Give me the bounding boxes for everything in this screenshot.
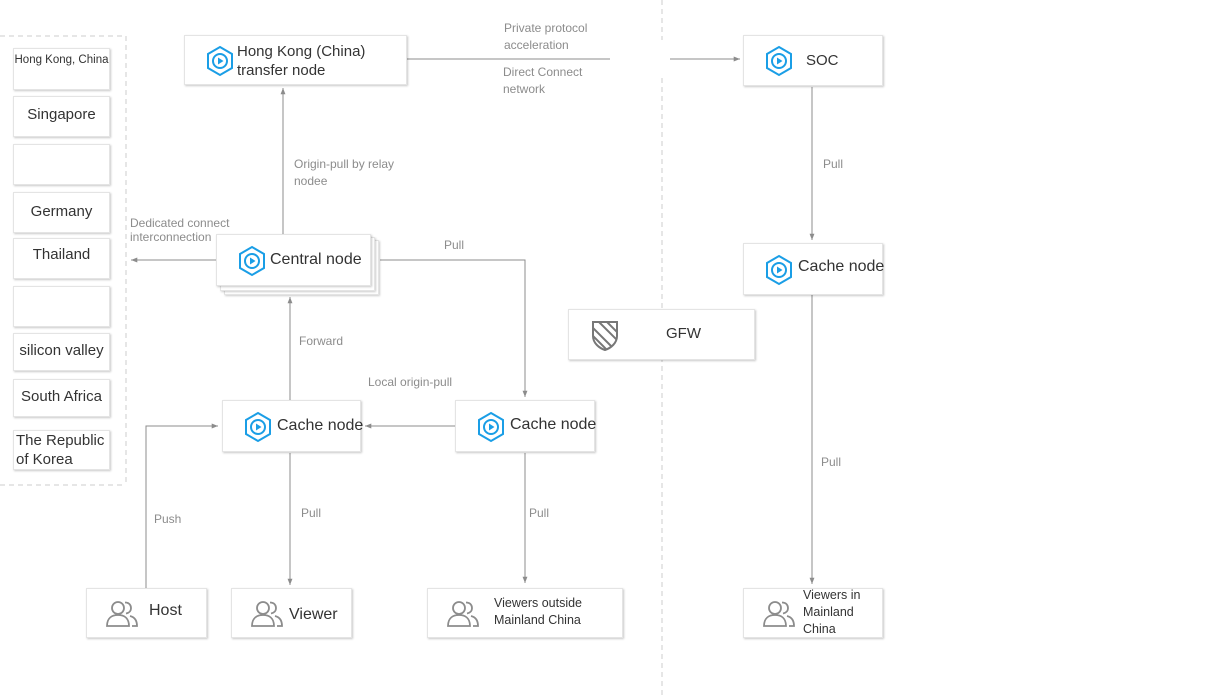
hexagon-play-icon (239, 245, 265, 277)
shield-icon (592, 321, 618, 352)
users-icon (106, 601, 138, 627)
hexagon-play-icon (766, 45, 792, 77)
edge-label-pull: Pull (301, 506, 322, 520)
users-icon (447, 601, 479, 627)
host-box: Host (86, 588, 207, 638)
region-item: The Republic of Korea (13, 430, 110, 470)
users-icon (763, 601, 795, 627)
hk-transfer-node: Hong Kong (China) transfer node (184, 35, 407, 85)
node-label: Viewers in Mainland China (803, 588, 861, 636)
node-label: SOC (806, 52, 839, 69)
cache-node-left: Cache node (222, 400, 364, 452)
node-label: Cache node (798, 258, 885, 275)
soc-node: SOC (743, 35, 883, 86)
node-label: Viewer (289, 606, 338, 623)
region-item: South Africa (13, 379, 110, 417)
region-label: Hong Kong, China (14, 54, 109, 66)
viewers-outside-box: Viewers outside Mainland China (427, 588, 623, 638)
hexagon-play-icon (478, 411, 504, 443)
cache-node-mainland: Cache node (743, 243, 885, 295)
node-label: Cache node (277, 417, 364, 434)
edge-label-local-origin-pull: Local origin-pull (368, 375, 453, 389)
edge-label-dedicated-connect: Dedicated connect interconnection (130, 216, 230, 244)
hexagon-play-icon (245, 411, 271, 443)
edge-host-to-cache-left (145, 423, 218, 588)
edge-label-pull: Pull (821, 455, 842, 469)
node-label: Hong Kong (China) transfer node (237, 43, 366, 79)
edge-label-origin-pull-relay: Origin-pull by relay nodee (294, 157, 395, 188)
edge-central-to-cache-middle (380, 259, 528, 397)
region-label: South Africa (21, 388, 102, 405)
edge-label-direct-connect: Direct Connect network (503, 65, 583, 96)
users-icon (251, 601, 283, 627)
region-item: Singapore (13, 96, 110, 137)
node-label: Cache node (510, 416, 597, 433)
region-item: Thailand (13, 238, 110, 279)
edge-label-pull: Pull (444, 238, 465, 252)
region-item (13, 286, 110, 327)
edge-label-push: Push (154, 512, 182, 526)
cache-node-middle: Cache node (455, 400, 597, 452)
hexagon-play-icon (207, 45, 233, 77)
region-label: Singapore (27, 106, 96, 123)
node-label: Central node (270, 251, 362, 268)
edge-label-pull: Pull (529, 506, 550, 520)
region-item (13, 144, 110, 185)
viewer-box: Viewer (231, 588, 352, 638)
node-label: Viewers outside Mainland China (494, 596, 583, 627)
viewers-in-box: Viewers in Mainland China (743, 588, 883, 638)
region-item: Germany (13, 192, 110, 233)
edge-label-pull: Pull (823, 157, 844, 171)
region-label: The Republic of Korea (16, 432, 105, 468)
region-label: Germany (30, 203, 93, 220)
edge-label-private-protocol: Private protocol acceleration (504, 21, 588, 52)
region-label: Thailand (32, 246, 91, 263)
node-label: Host (149, 602, 182, 619)
hexagon-play-icon (766, 254, 792, 286)
region-item: Hong Kong, China (13, 48, 110, 90)
region-label: silicon valley (19, 342, 104, 359)
node-label: GFW (666, 325, 701, 342)
central-node: Central node (216, 234, 371, 286)
edge-label-forward: Forward (299, 334, 344, 348)
region-item: silicon valley (13, 333, 110, 371)
gfw-box: GFW (568, 309, 755, 360)
